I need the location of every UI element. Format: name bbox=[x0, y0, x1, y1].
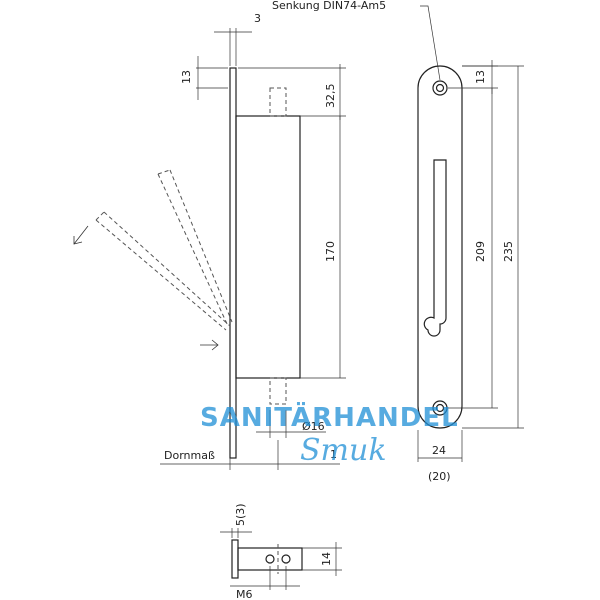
dim-5-3: 5(3) bbox=[220, 503, 252, 538]
dornmass-label: Dornmaß bbox=[164, 449, 215, 462]
faceplate-front bbox=[417, 65, 463, 429]
dim-170-label: 170 bbox=[324, 241, 337, 262]
dim-13-left: 13 bbox=[180, 56, 228, 100]
dim-235-label: 235 bbox=[502, 241, 515, 262]
front-view: Senkung DIN74-Am5 13 209 235 24 ( bbox=[272, 0, 524, 483]
side-view: 3 13 32,5 170 Ø16 bbox=[73, 12, 346, 470]
senkung-callout: Senkung DIN74-Am5 bbox=[272, 0, 441, 81]
bottom-view: 5(3) 14 M6 bbox=[220, 503, 342, 600]
dim-235: 235 bbox=[462, 65, 524, 429]
dim-m6: M6 bbox=[230, 566, 300, 600]
dim-13-right: 13 bbox=[448, 60, 498, 94]
latch-slot bbox=[423, 159, 447, 337]
dim-170: 170 bbox=[300, 116, 346, 379]
screw-hole-bottom bbox=[432, 400, 448, 416]
m6-hole bbox=[265, 554, 275, 564]
screw-hole-top bbox=[432, 80, 448, 96]
direction-arrow-lower bbox=[200, 339, 219, 351]
swing-latch-dashed bbox=[95, 169, 233, 331]
dim-20-label: (20) bbox=[428, 470, 451, 483]
lock-body-side bbox=[235, 115, 301, 379]
watermark-line1: SANITÄRHANDEL bbox=[200, 401, 459, 433]
dim-14-label: 14 bbox=[320, 552, 333, 566]
direction-arrow-upper bbox=[73, 225, 89, 245]
dim-32-5-label: 32,5 bbox=[324, 84, 337, 109]
dim-dornmass: Dornmaß 1 bbox=[160, 440, 340, 470]
bolt-top-dashed bbox=[269, 87, 287, 117]
dim-209: 209 bbox=[448, 88, 498, 409]
dim-209-label: 209 bbox=[474, 241, 487, 262]
m6-hole-2 bbox=[281, 554, 291, 564]
dim-32-5: 32,5 bbox=[238, 64, 346, 120]
watermark-logo: SANITÄRHANDEL Smuk bbox=[200, 401, 459, 468]
dim-3: 3 bbox=[214, 12, 261, 66]
dim-16-label: Ø16 bbox=[302, 420, 325, 433]
dim-14: 14 bbox=[302, 542, 342, 576]
dim-16: Ø16 bbox=[256, 410, 326, 438]
dim-1-label: 1 bbox=[330, 448, 337, 461]
bolt-bottom-dashed bbox=[269, 377, 287, 405]
dim-13-left-label: 13 bbox=[180, 70, 193, 84]
dim-3-label: 3 bbox=[254, 12, 261, 25]
faceplate-bottom bbox=[231, 539, 239, 579]
dim-24-label: 24 bbox=[432, 444, 446, 457]
watermark-line2: Smuk bbox=[300, 433, 387, 468]
m6-label: M6 bbox=[236, 588, 253, 600]
dim-13-right-label: 13 bbox=[474, 70, 487, 84]
senkung-label: Senkung DIN74-Am5 bbox=[272, 0, 386, 12]
faceplate-side bbox=[229, 67, 237, 459]
dim-5-3-label: 5(3) bbox=[234, 503, 247, 526]
dim-24: 24 (20) bbox=[417, 430, 463, 483]
